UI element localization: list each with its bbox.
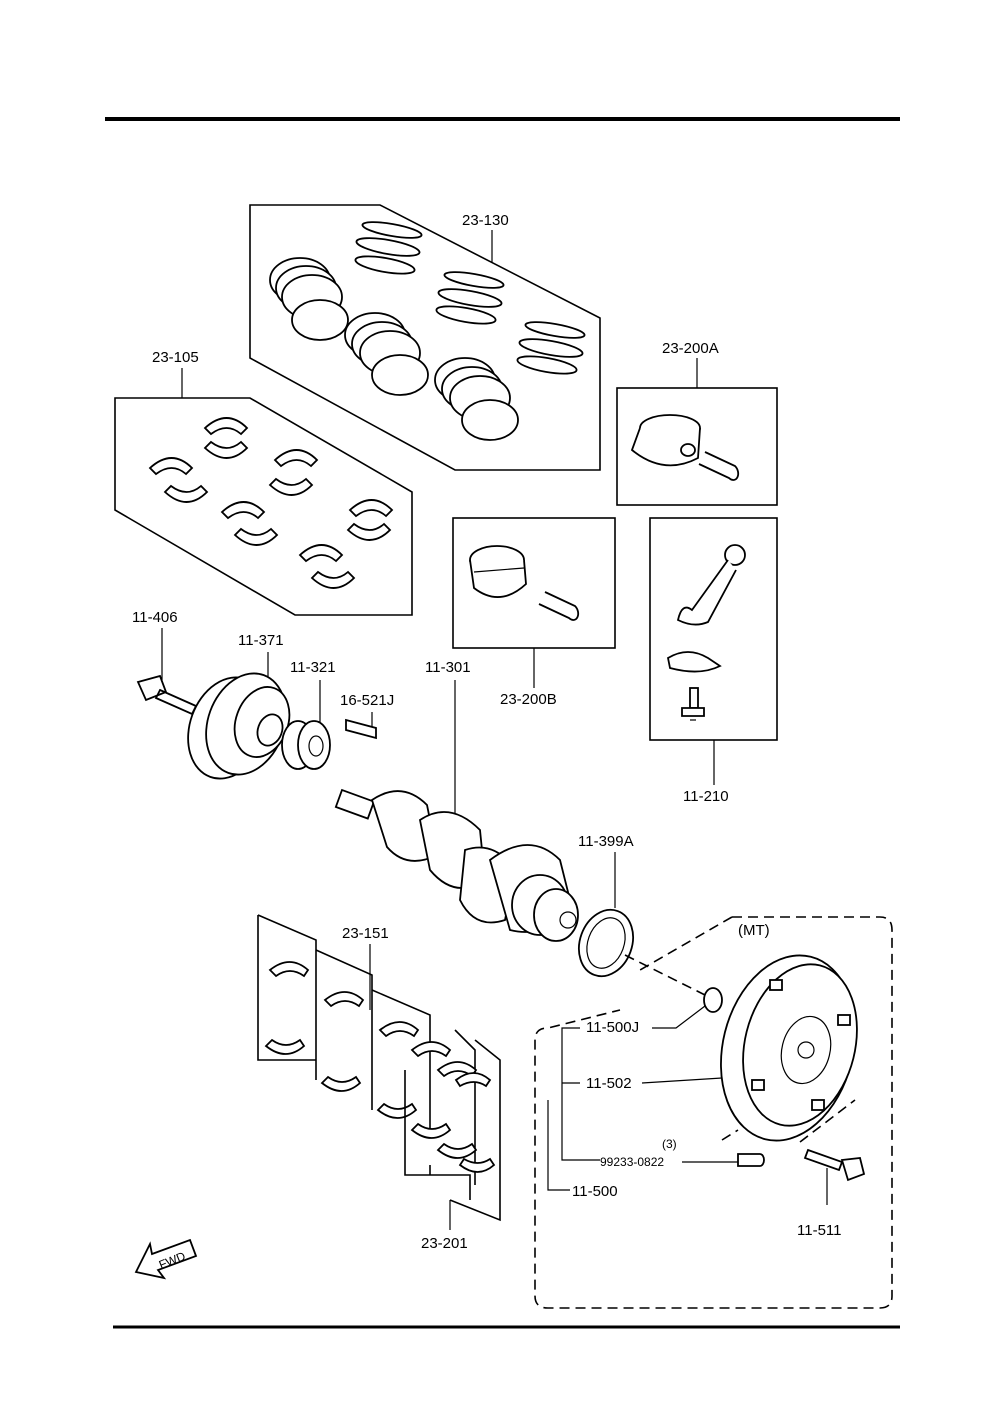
pulley-bolt-illustration (136, 674, 198, 716)
connecting-rod-illustration (666, 544, 746, 721)
label-crank-pulley: 11-371 (238, 632, 284, 649)
label-piston-b: 23-200B (500, 691, 557, 708)
crankshaft-group: 11-301 (334, 659, 579, 942)
label-flywheel-bolt: 11-511 (797, 1222, 841, 1239)
label-main-bearing-set: 23-105 (152, 349, 199, 366)
label-crankshaft: 11-301 (425, 659, 471, 676)
thrust-shells-illustration (264, 961, 420, 1119)
connecting-rod-group: 11-210 (649, 517, 778, 805)
dowel-pin-illustration (737, 1153, 765, 1167)
crank-pulley-illustration (187, 672, 291, 780)
bearing-shells-illustration (148, 417, 394, 589)
label-piston-ring-set: 23-130 (462, 212, 509, 229)
label-bearing-set: 23-201 (421, 1235, 468, 1252)
label-pilot-bearing: 11-500J (586, 1019, 639, 1036)
label-thrust-bearing: 23-151 (342, 925, 389, 942)
bearing-set-illustration (410, 1041, 496, 1173)
crank-pulley-group: 11-371 (187, 632, 291, 780)
piston-rings-illustration (269, 221, 586, 441)
label-pulley-bolt: 11-406 (132, 609, 178, 626)
label-key: 16-521J (340, 692, 394, 709)
thrust-bearing-group: 23-151 (257, 914, 431, 1130)
rear-oil-seal-illustration (578, 908, 634, 978)
flywheel-illustration (720, 954, 858, 1142)
piston-ring-set-group: 23-130 (249, 204, 601, 471)
fwd-arrow-group: FWD (134, 1238, 198, 1280)
label-rear-oil-seal: 11-399A (578, 833, 634, 850)
key-group: 16-521J (340, 692, 394, 740)
piston-a-group: 23-200A (616, 340, 778, 506)
label-dowel-pin-qty: (3) (662, 1137, 677, 1151)
flywheel-bolt-illustration (803, 1148, 866, 1182)
label-timing-sprocket: 11-321 (290, 659, 336, 676)
crankshaft-illustration (334, 788, 579, 942)
main-bearing-set-group: 23-105 (114, 349, 413, 616)
label-dowel-pin: 99233-0822 (600, 1155, 664, 1169)
key-illustration (345, 718, 377, 740)
fwd-arrow-icon (134, 1238, 198, 1280)
timing-sprocket-illustration (281, 720, 331, 770)
bearing-set-group: 23-201 (404, 1029, 501, 1252)
piston-b-illustration (469, 545, 580, 621)
label-piston-a: 23-200A (662, 340, 719, 357)
piston-b-group: 23-200B (452, 517, 616, 708)
label-flywheel: 11-500 (572, 1183, 618, 1200)
label-connecting-rod: 11-210 (683, 788, 729, 805)
rear-oil-seal-group: 11-399A (578, 833, 634, 978)
label-mt: (MT) (738, 922, 770, 939)
mt-flywheel-group: (MT) 11-500J 11-502 (3) 99233-0822 11-50… (534, 916, 893, 1309)
timing-sprocket-group: 11-321 (281, 659, 336, 770)
pulley-bolt-group: 11-406 (132, 609, 198, 716)
piston-a-illustration (630, 414, 740, 481)
label-flywheel-assy: 11-502 (586, 1075, 632, 1092)
pilot-bearing-illustration (703, 987, 723, 1013)
